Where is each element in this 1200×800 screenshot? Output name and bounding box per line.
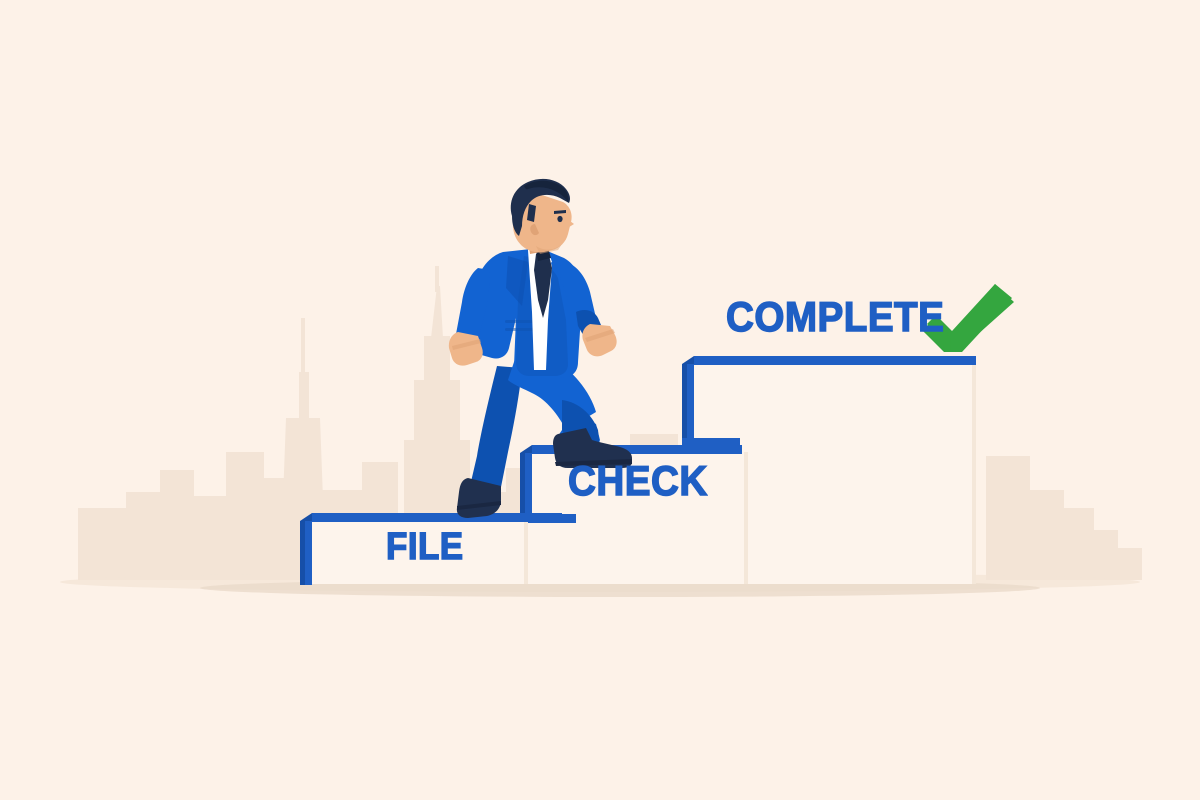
step-label-complete: COMPLETE [725,293,945,340]
back-leg-trouser [470,366,522,492]
step-complete-right-edge [972,362,976,584]
step-label-file: FILE [385,526,464,568]
step-check-right-edge [744,452,748,584]
sideburn [527,204,536,222]
step-check-riser-shade [520,453,525,520]
back-shoe-sole [457,501,501,510]
step-complete-riser-shade [682,364,687,444]
back-hand [448,332,483,366]
jacket-pocket-line-1 [505,320,539,323]
step-label-check: CHECK [567,457,708,504]
suit-lapel-left [506,256,528,306]
businessman-climbing [448,178,632,518]
back-arm-sleeve [456,268,490,340]
back-hand-knuckles [452,339,481,350]
necktie [534,251,552,318]
front-arm-sleeve [556,262,596,326]
step-file-face [306,520,528,584]
jaw-shade [536,244,562,254]
eye [557,215,563,223]
nose [566,218,574,229]
step-check[interactable] [520,445,748,584]
step-complete-top-bar [694,356,976,365]
step-file-riser-shade [300,521,305,585]
hair-highlight [524,180,569,202]
head-face [512,194,572,253]
hair [510,178,570,236]
eyebrow [554,210,566,214]
step-file-top-bar [312,513,562,522]
suit-jacket [465,248,583,378]
front-hand-knuckles [585,329,615,342]
ear [530,224,539,236]
step-complete-riser-foot [682,438,740,447]
step-file[interactable] [300,513,562,585]
jacket-pocket-line-2 [505,328,535,331]
front-shoe [553,428,632,468]
front-shoe-sole [555,459,632,466]
step-check-top-bar [532,445,742,454]
step-file-right-edge [524,520,528,584]
check-mark-icon [923,284,1014,352]
